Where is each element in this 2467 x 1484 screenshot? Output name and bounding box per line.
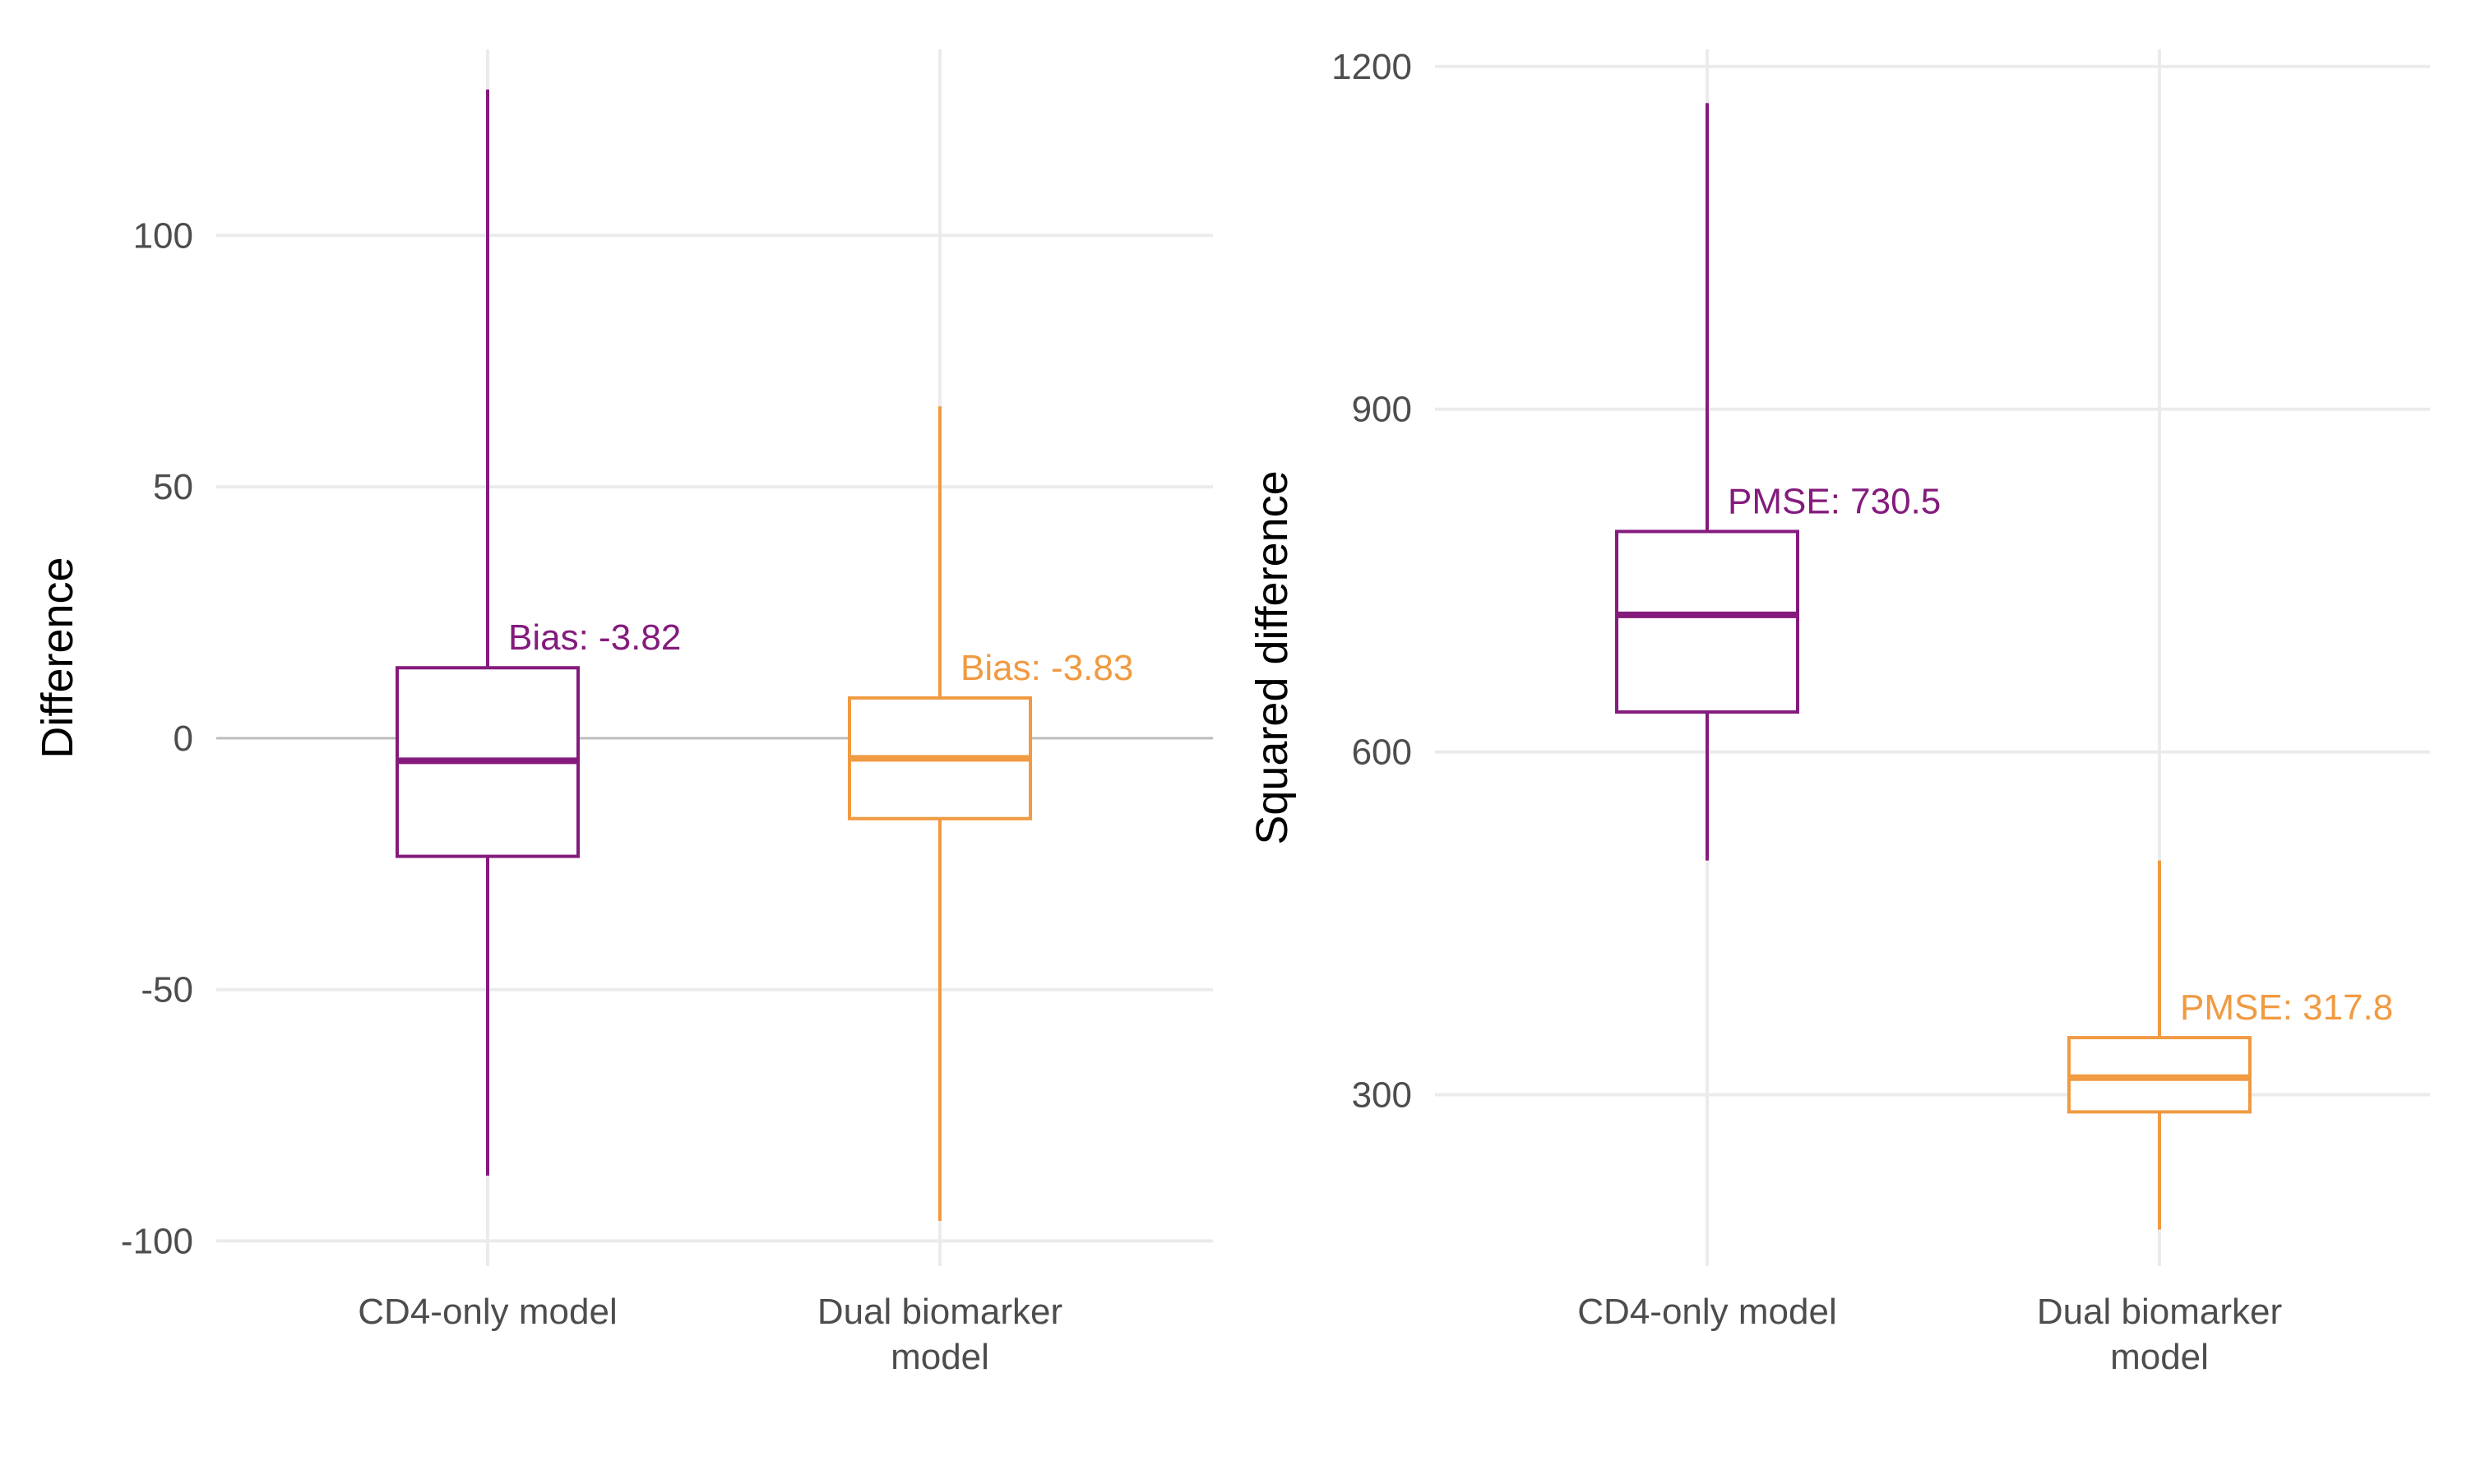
y-tick-label: 0 — [174, 719, 193, 759]
annotation-label: PMSE: 317.8 — [2180, 987, 2393, 1028]
box-cd4-only: Bias: -3.82 — [396, 89, 681, 1176]
y-axis-title: Squared difference — [1247, 470, 1297, 844]
iqr-box — [1615, 529, 1799, 714]
annotation-label: Bias: -3.82 — [508, 617, 681, 658]
y-tick-label: 300 — [1352, 1075, 1412, 1116]
annotation-label: Bias: -3.83 — [960, 648, 1133, 688]
box-dual-biomarker: PMSE: 317.8 — [2067, 860, 2393, 1230]
y-tick-label: 50 — [153, 467, 193, 507]
y-tick-label: 600 — [1352, 733, 1412, 773]
x-tick-label: CD4-only model — [358, 1292, 617, 1332]
y-tick-label: -100 — [121, 1221, 193, 1261]
y-tick-label: 1200 — [1331, 47, 1412, 87]
y-tick-label: 900 — [1352, 390, 1412, 430]
y-tick-label: 100 — [133, 215, 193, 256]
y-axis-title: Difference — [33, 557, 82, 758]
y-tick-label: -50 — [141, 970, 193, 1010]
x-tick-label: CD4-only model — [1577, 1292, 1836, 1332]
box-cd4-only: PMSE: 730.5 — [1615, 103, 1941, 861]
annotation-label: PMSE: 730.5 — [1728, 481, 1941, 521]
box-dual-biomarker: Bias: -3.83 — [848, 406, 1133, 1221]
